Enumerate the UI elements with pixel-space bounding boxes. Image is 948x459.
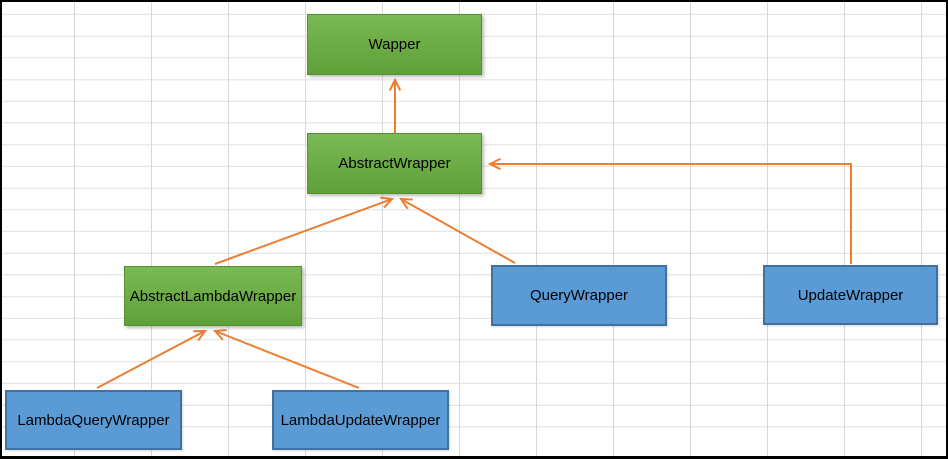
node-abstract-lambda-wrapper-label: AbstractLambdaWrapper (129, 287, 297, 305)
node-abstract-wrapper-label: AbstractWrapper (338, 155, 451, 172)
node-lambda-update-wrapper[interactable]: LambdaUpdateWrapper (272, 390, 449, 450)
edge-lambdaupdatewrapper-to-abstractlambdawrapper[interactable] (212, 328, 360, 389)
node-lambda-query-wrapper-label: LambdaQueryWrapper (17, 411, 170, 429)
edge-querywrapper-to-abstractwrapper[interactable] (399, 197, 516, 264)
edge-lambdaquerywrapper-to-abstractlambdawrapper[interactable] (96, 329, 207, 389)
node-update-wrapper-label: UpdateWrapper (797, 286, 904, 304)
edge-abstractlambdawrapper-to-abstractwrapper[interactable] (214, 196, 395, 265)
node-wapper-label: Wapper (368, 36, 421, 53)
node-query-wrapper[interactable]: QueryWrapper (491, 265, 667, 326)
node-abstract-wrapper[interactable]: AbstractWrapper (307, 133, 482, 194)
node-query-wrapper-label: QueryWrapper (529, 287, 629, 304)
node-lambda-update-wrapper-label: LambdaUpdateWrapper (280, 411, 441, 429)
node-abstract-lambda-wrapper[interactable]: AbstractLambdaWrapper (124, 266, 302, 326)
edge-updatewrapper-to-abstractwrapper[interactable] (487, 157, 852, 264)
node-wapper[interactable]: Wapper (307, 14, 482, 75)
node-lambda-query-wrapper[interactable]: LambdaQueryWrapper (5, 390, 182, 450)
node-update-wrapper[interactable]: UpdateWrapper (763, 265, 938, 325)
